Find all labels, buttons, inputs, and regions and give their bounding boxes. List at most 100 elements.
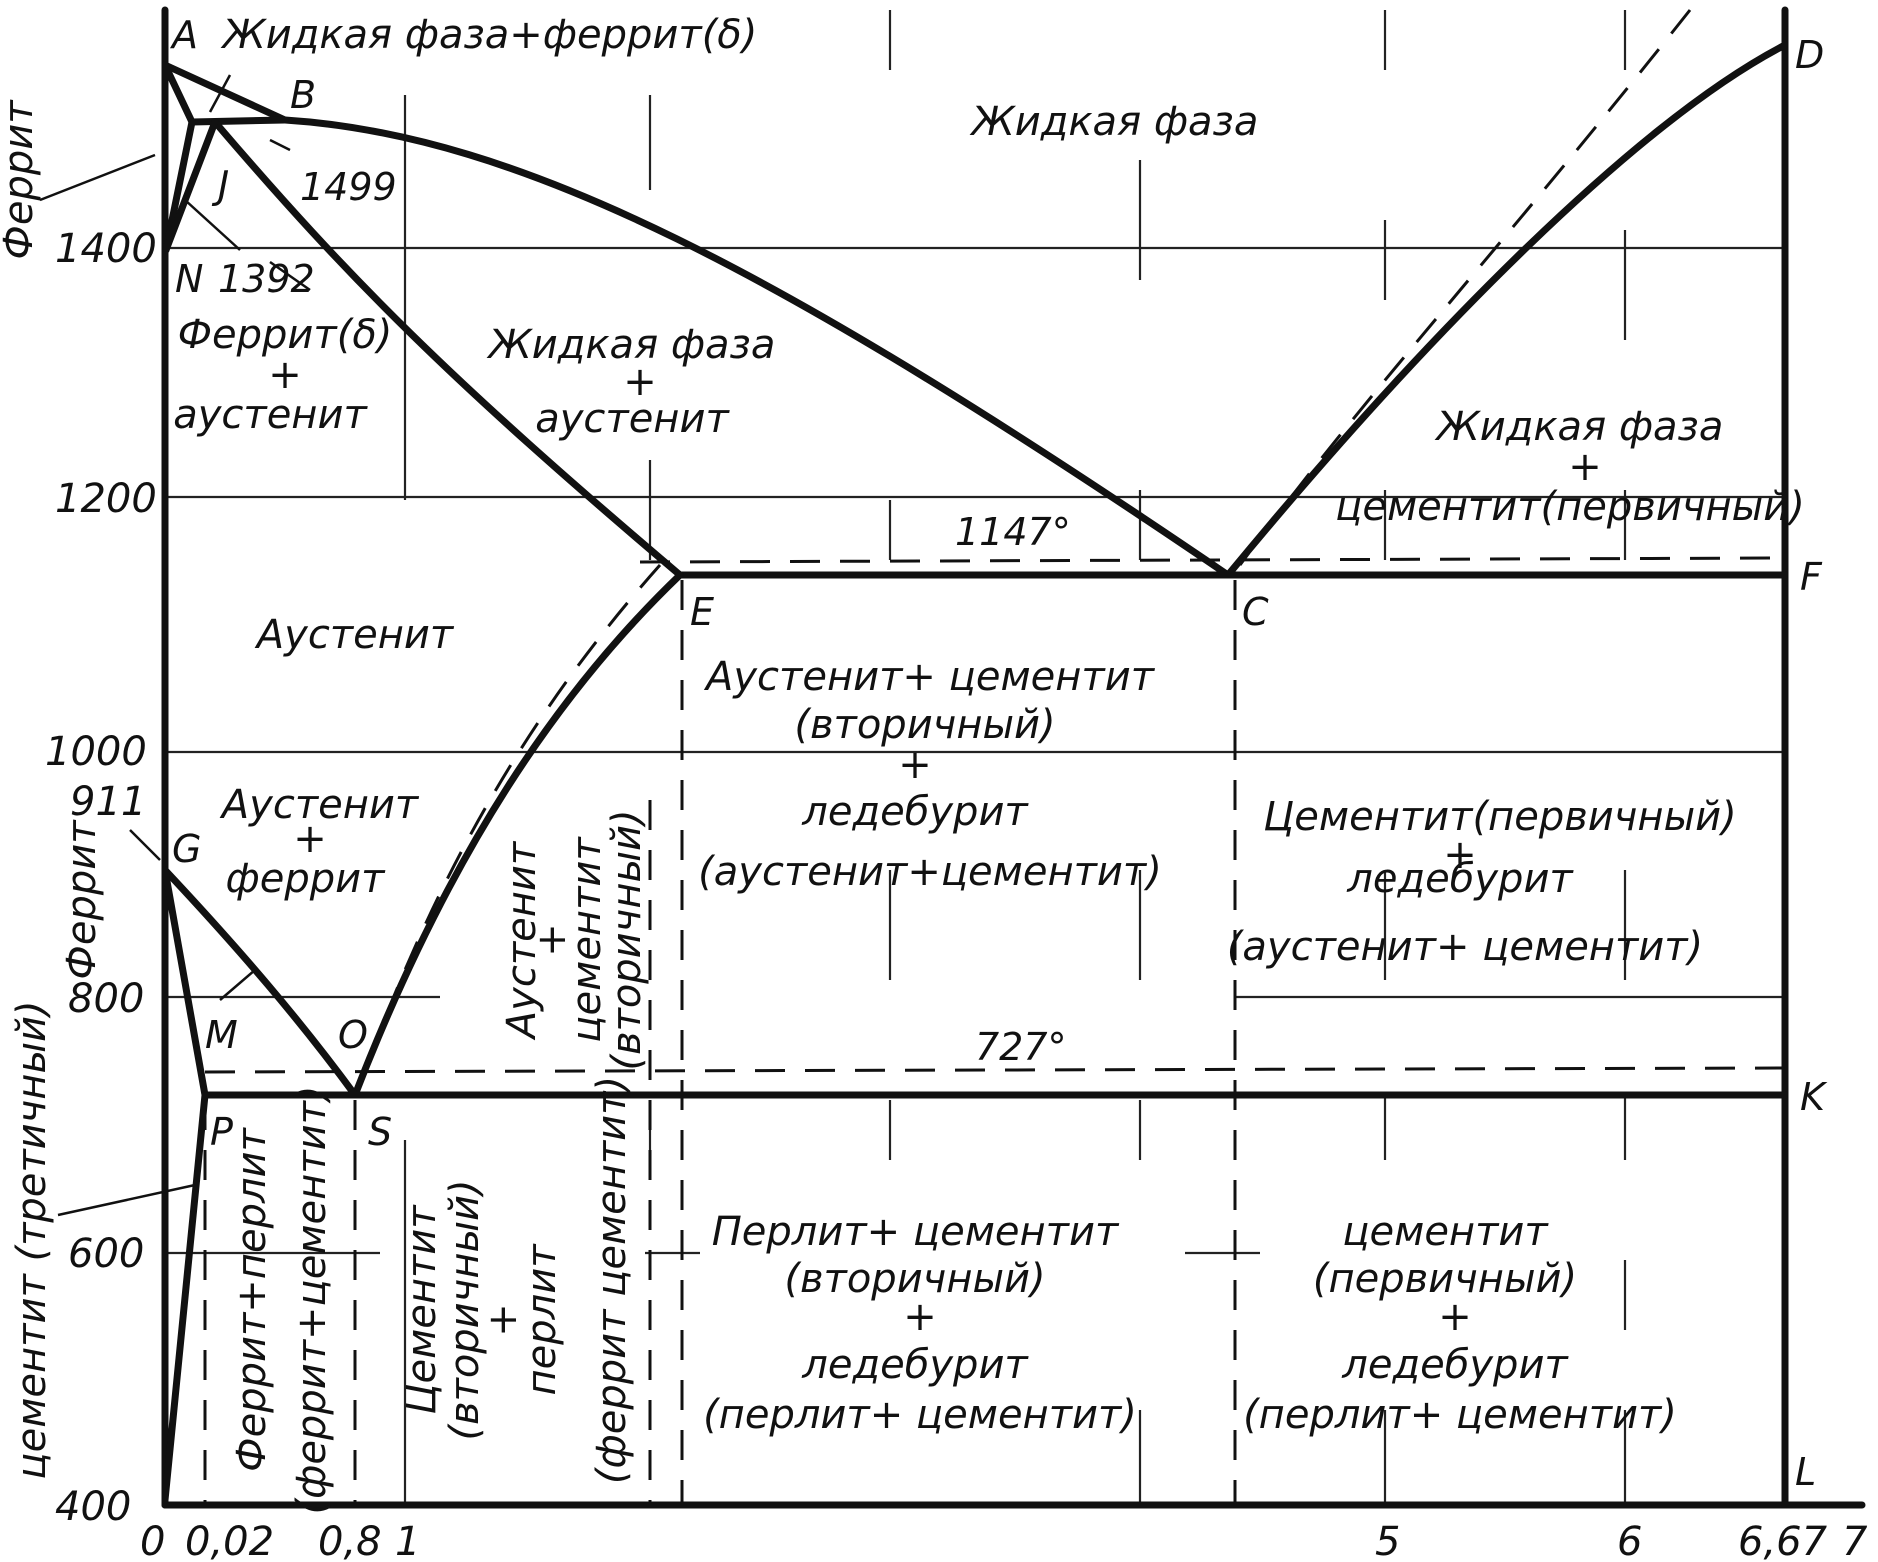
- region-cementite-pearlite-1: Цементит: [399, 1204, 445, 1415]
- region-ferrite-pearlite-2: (феррит+цементит): [289, 1086, 335, 1515]
- region-c-l-high-4: (аустенит+ цементит): [1227, 924, 1703, 970]
- region-p-c-l-3: +: [903, 1294, 937, 1340]
- region-a-c-vert-3: цементит: [564, 836, 610, 1043]
- region-a-c-vert-1: Аустенит: [499, 840, 545, 1041]
- temp-1147: 1147°: [955, 510, 1071, 554]
- region-c-l-high-2: +: [1443, 832, 1477, 878]
- y-tick-600: 600: [68, 1231, 144, 1277]
- y-axis-labels: 1400 1200 1000 911 800 600 400: [45, 226, 157, 1530]
- y-tick-1000: 1000: [45, 729, 147, 775]
- y-tick-911: 911: [70, 779, 146, 825]
- y-tick-1400: 1400: [55, 226, 157, 272]
- point-G: G: [172, 827, 201, 871]
- point-S: S: [368, 1110, 392, 1154]
- liquidus-ABC: [161, 61, 1232, 579]
- line-JN: [162, 118, 219, 254]
- solidus-JE: [211, 118, 684, 579]
- region-austenite-ferrite-2: +: [293, 816, 327, 862]
- region-liquid-austenite-1: Жидкая фаза: [486, 322, 776, 368]
- temperature-labels: 1499 1392 1147° 727°: [218, 165, 1071, 1069]
- region-a-c-l-3: +: [898, 742, 932, 788]
- line-GS: [161, 866, 359, 1099]
- region-c-l-low-2: (первичный): [1313, 1256, 1577, 1302]
- line-ES: [351, 571, 684, 1099]
- y-tick-1200: 1200: [55, 476, 157, 522]
- point-E: E: [690, 590, 714, 634]
- temp-727: 727°: [975, 1025, 1067, 1069]
- region-liquid-cementite-3: цементит(первичный): [1335, 484, 1805, 530]
- leader-lines: [39, 74, 311, 1217]
- region-a-c-vert-2: +: [529, 923, 575, 957]
- region-c-l-low-3: +: [1438, 1294, 1472, 1340]
- region-c-l-high-1: Цементит(первичный): [1263, 794, 1737, 840]
- line-PQ: [161, 1091, 209, 1504]
- region-a-c-vert-4: (вторичный): [604, 809, 650, 1070]
- region-liquid-austenite-2: +: [623, 359, 657, 405]
- liquidus-CD: [1224, 41, 1789, 579]
- dashed-lines: [203, 9, 1786, 1505]
- point-D: D: [1795, 33, 1824, 77]
- region-tertiary-cementite: цементит (третичный): [9, 1000, 55, 1479]
- region-c-l-low-4: ледебурит: [1341, 1342, 1569, 1388]
- region-cementite-pearlite-5: (феррит цементит): [589, 1076, 635, 1484]
- x-tick-6: 6: [1617, 1519, 1642, 1562]
- point-F: F: [1800, 555, 1823, 599]
- point-M: M: [205, 1013, 238, 1057]
- region-cementite-pearlite-2: (вторичный): [442, 1179, 488, 1440]
- solidus-AH: [161, 61, 196, 126]
- region-liquid-delta-ferrite: Жидкая фаза+феррит(δ): [220, 12, 758, 58]
- region-a-c-l-1: Аустенит+ цементит: [703, 654, 1156, 700]
- x-tick-7: 7: [1842, 1519, 1868, 1562]
- region-a-c-l-4: ледебурит: [801, 789, 1029, 835]
- region-ferrite-mid: Феррит: [59, 819, 105, 980]
- point-A: A: [169, 13, 198, 57]
- region-cementite-pearlite-4: перлит: [519, 1243, 565, 1396]
- region-ferrite-top: Феррит: [0, 99, 42, 260]
- rotated-side-labels: Феррит Феррит цементит (третичный) Аусте…: [0, 99, 650, 1480]
- point-K: K: [1800, 1075, 1828, 1119]
- region-austenite-ferrite-3: феррит: [226, 856, 387, 902]
- region-p-c-l-4: ледебурит: [801, 1342, 1029, 1388]
- region-p-c-l-1: Перлит+ цементит: [712, 1209, 1120, 1255]
- x-tick-6-67: 6,67: [1738, 1519, 1828, 1562]
- x-tick-1: 1: [395, 1519, 420, 1562]
- region-cementite-pearlite-3: +: [480, 1303, 526, 1337]
- line-GP: [161, 866, 209, 1099]
- region-liquid-cementite-2: +: [1568, 444, 1602, 490]
- x-tick-0-02: 0,02: [185, 1519, 274, 1562]
- x-tick-0-8: 0,8: [318, 1519, 382, 1562]
- region-austenite: Аустенит: [254, 612, 455, 658]
- region-p-c-l-5: (перлит+ цементит): [703, 1392, 1137, 1438]
- point-L: L: [1795, 1450, 1816, 1494]
- x-axis-labels: 0 0,02 0,8 1 5 6 6,67 7: [140, 1519, 1868, 1562]
- region-labels: Жидкая фаза+феррит(δ) Жидкая фаза Феррит…: [173, 12, 1805, 1514]
- peritectic-HJB: [188, 116, 289, 126]
- temp-1392: 1392: [218, 257, 315, 301]
- point-N: N: [175, 257, 203, 301]
- y-tick-400: 400: [55, 1484, 131, 1530]
- region-a-c-l-5: (аустенит+цементит): [698, 849, 1162, 895]
- grid-lines: [165, 10, 1785, 1505]
- region-c-l-low-5: (перлит+ цементит): [1243, 1392, 1677, 1438]
- temp-1499: 1499: [300, 165, 397, 209]
- region-austenite-ferrite-1: Аустенит: [219, 782, 420, 828]
- region-liquid-austenite-3: аустенит: [535, 396, 730, 442]
- region-ferrite-pearlite-1: Феррит+перлит: [229, 1126, 275, 1471]
- point-J: J: [211, 163, 229, 207]
- y-tick-800: 800: [68, 976, 144, 1022]
- point-labels: A B J N E C D F G M O P S K L: [169, 13, 1828, 1494]
- point-P: P: [210, 1110, 233, 1154]
- phase-boundaries: [161, 41, 1789, 1504]
- region-delta-austenite-3: аустенит: [173, 392, 368, 438]
- point-O: O: [338, 1013, 368, 1057]
- region-c-l-high-3: ледебурит: [1346, 856, 1574, 902]
- x-tick-5: 5: [1375, 1519, 1400, 1562]
- axes-frame: [161, 6, 1866, 1509]
- point-B: B: [290, 73, 316, 117]
- point-C: C: [1242, 590, 1269, 634]
- region-liquid-cementite-1: Жидкая фаза: [1434, 404, 1724, 450]
- region-delta-austenite-2: +: [268, 352, 302, 398]
- line-HN: [162, 118, 196, 254]
- region-liquid: Жидкая фаза: [969, 99, 1259, 145]
- region-c-l-low-1: цементит: [1342, 1209, 1549, 1255]
